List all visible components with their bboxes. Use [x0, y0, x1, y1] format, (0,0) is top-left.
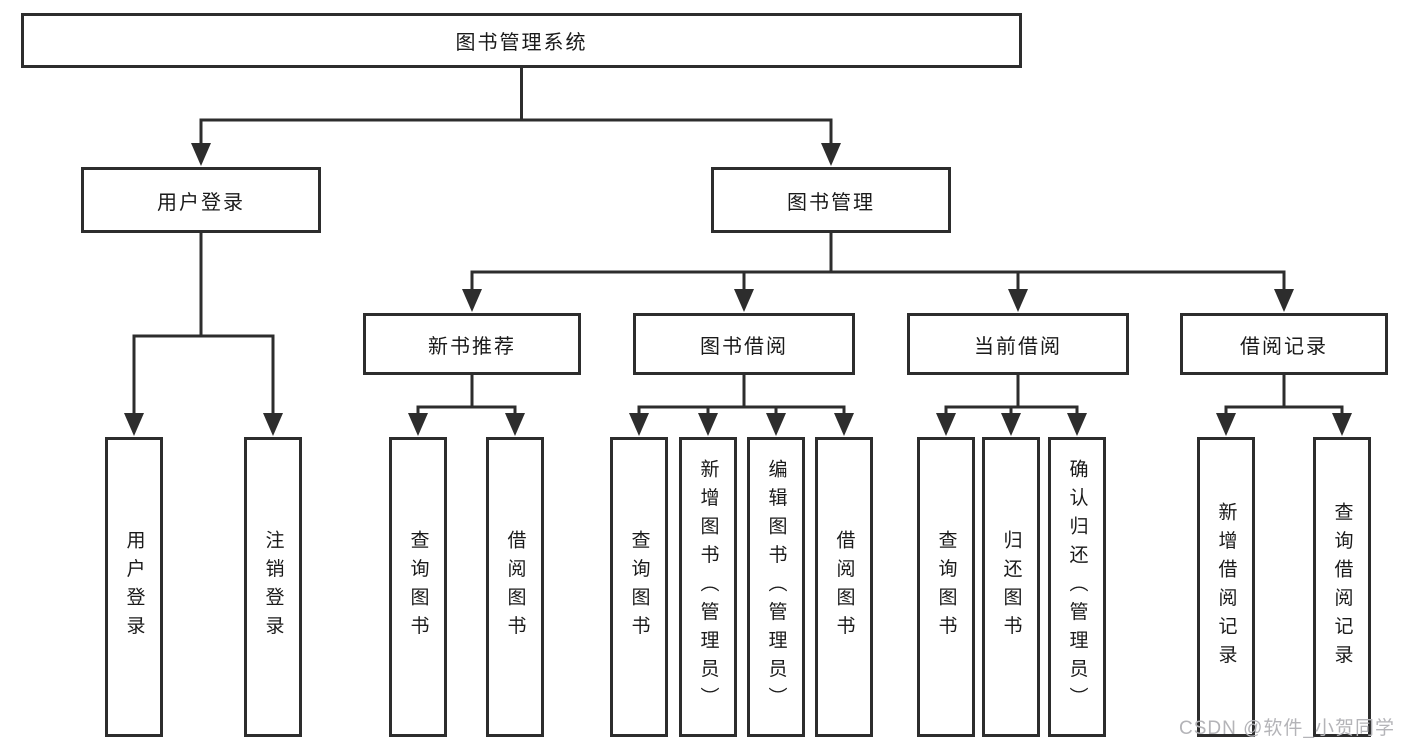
node-label: 查询图书: [935, 530, 957, 644]
node-label: 编辑图书（管理员）: [765, 458, 787, 716]
leaf-records-add-record: 新增借阅记录: [1197, 437, 1255, 737]
leaf-logout: 注销登录: [244, 437, 302, 737]
leaf-current-confirm-return-admin: 确认归还（管理员）: [1048, 437, 1106, 737]
node-label: 当前借阅: [974, 335, 1062, 358]
watermark: CSDN @软件_小贺同学: [1179, 718, 1395, 739]
node-book-management-system: 图书管理系统: [21, 13, 1022, 68]
node-book-management: 图书管理: [711, 167, 951, 233]
leaf-user-login: 用户登录: [105, 437, 163, 737]
node-label: 新增图书（管理员）: [697, 458, 719, 716]
node-new-book-recommendation: 新书推荐: [363, 313, 581, 375]
leaf-borrow-edit-books-admin: 编辑图书（管理员）: [747, 437, 805, 737]
node-label: 用户登录: [123, 530, 145, 644]
node-label: 借阅图书: [833, 530, 855, 644]
node-label: 查询图书: [628, 530, 650, 644]
node-current-borrowing: 当前借阅: [907, 313, 1129, 375]
node-label: 图书管理: [787, 191, 875, 214]
node-user-login: 用户登录: [81, 167, 321, 233]
node-label: 注销登录: [262, 530, 284, 644]
node-label: 新书推荐: [428, 335, 516, 358]
node-label: 新增借阅记录: [1215, 501, 1237, 673]
node-label: 图书借阅: [700, 335, 788, 358]
leaf-borrow-add-books-admin: 新增图书（管理员）: [679, 437, 737, 737]
node-book-borrowing: 图书借阅: [633, 313, 855, 375]
leaf-records-query-record: 查询借阅记录: [1313, 437, 1371, 737]
node-borrowing-records: 借阅记录: [1180, 313, 1388, 375]
node-label: 借阅记录: [1240, 335, 1328, 358]
leaf-borrow-query-books: 查询图书: [610, 437, 668, 737]
leaf-current-query-books: 查询图书: [917, 437, 975, 737]
node-label: 归还图书: [1000, 530, 1022, 644]
leaf-recommend-borrow-books: 借阅图书: [486, 437, 544, 737]
node-label: 查询借阅记录: [1331, 501, 1353, 673]
node-label: 用户登录: [157, 191, 245, 214]
node-label: 借阅图书: [504, 530, 526, 644]
node-label: 图书管理系统: [455, 32, 588, 54]
node-label: 查询图书: [407, 530, 429, 644]
node-label: 确认归还（管理员）: [1066, 458, 1088, 716]
leaf-current-return-books: 归还图书: [982, 437, 1040, 737]
leaf-recommend-query-books: 查询图书: [389, 437, 447, 737]
leaf-borrow-borrow-books: 借阅图书: [815, 437, 873, 737]
